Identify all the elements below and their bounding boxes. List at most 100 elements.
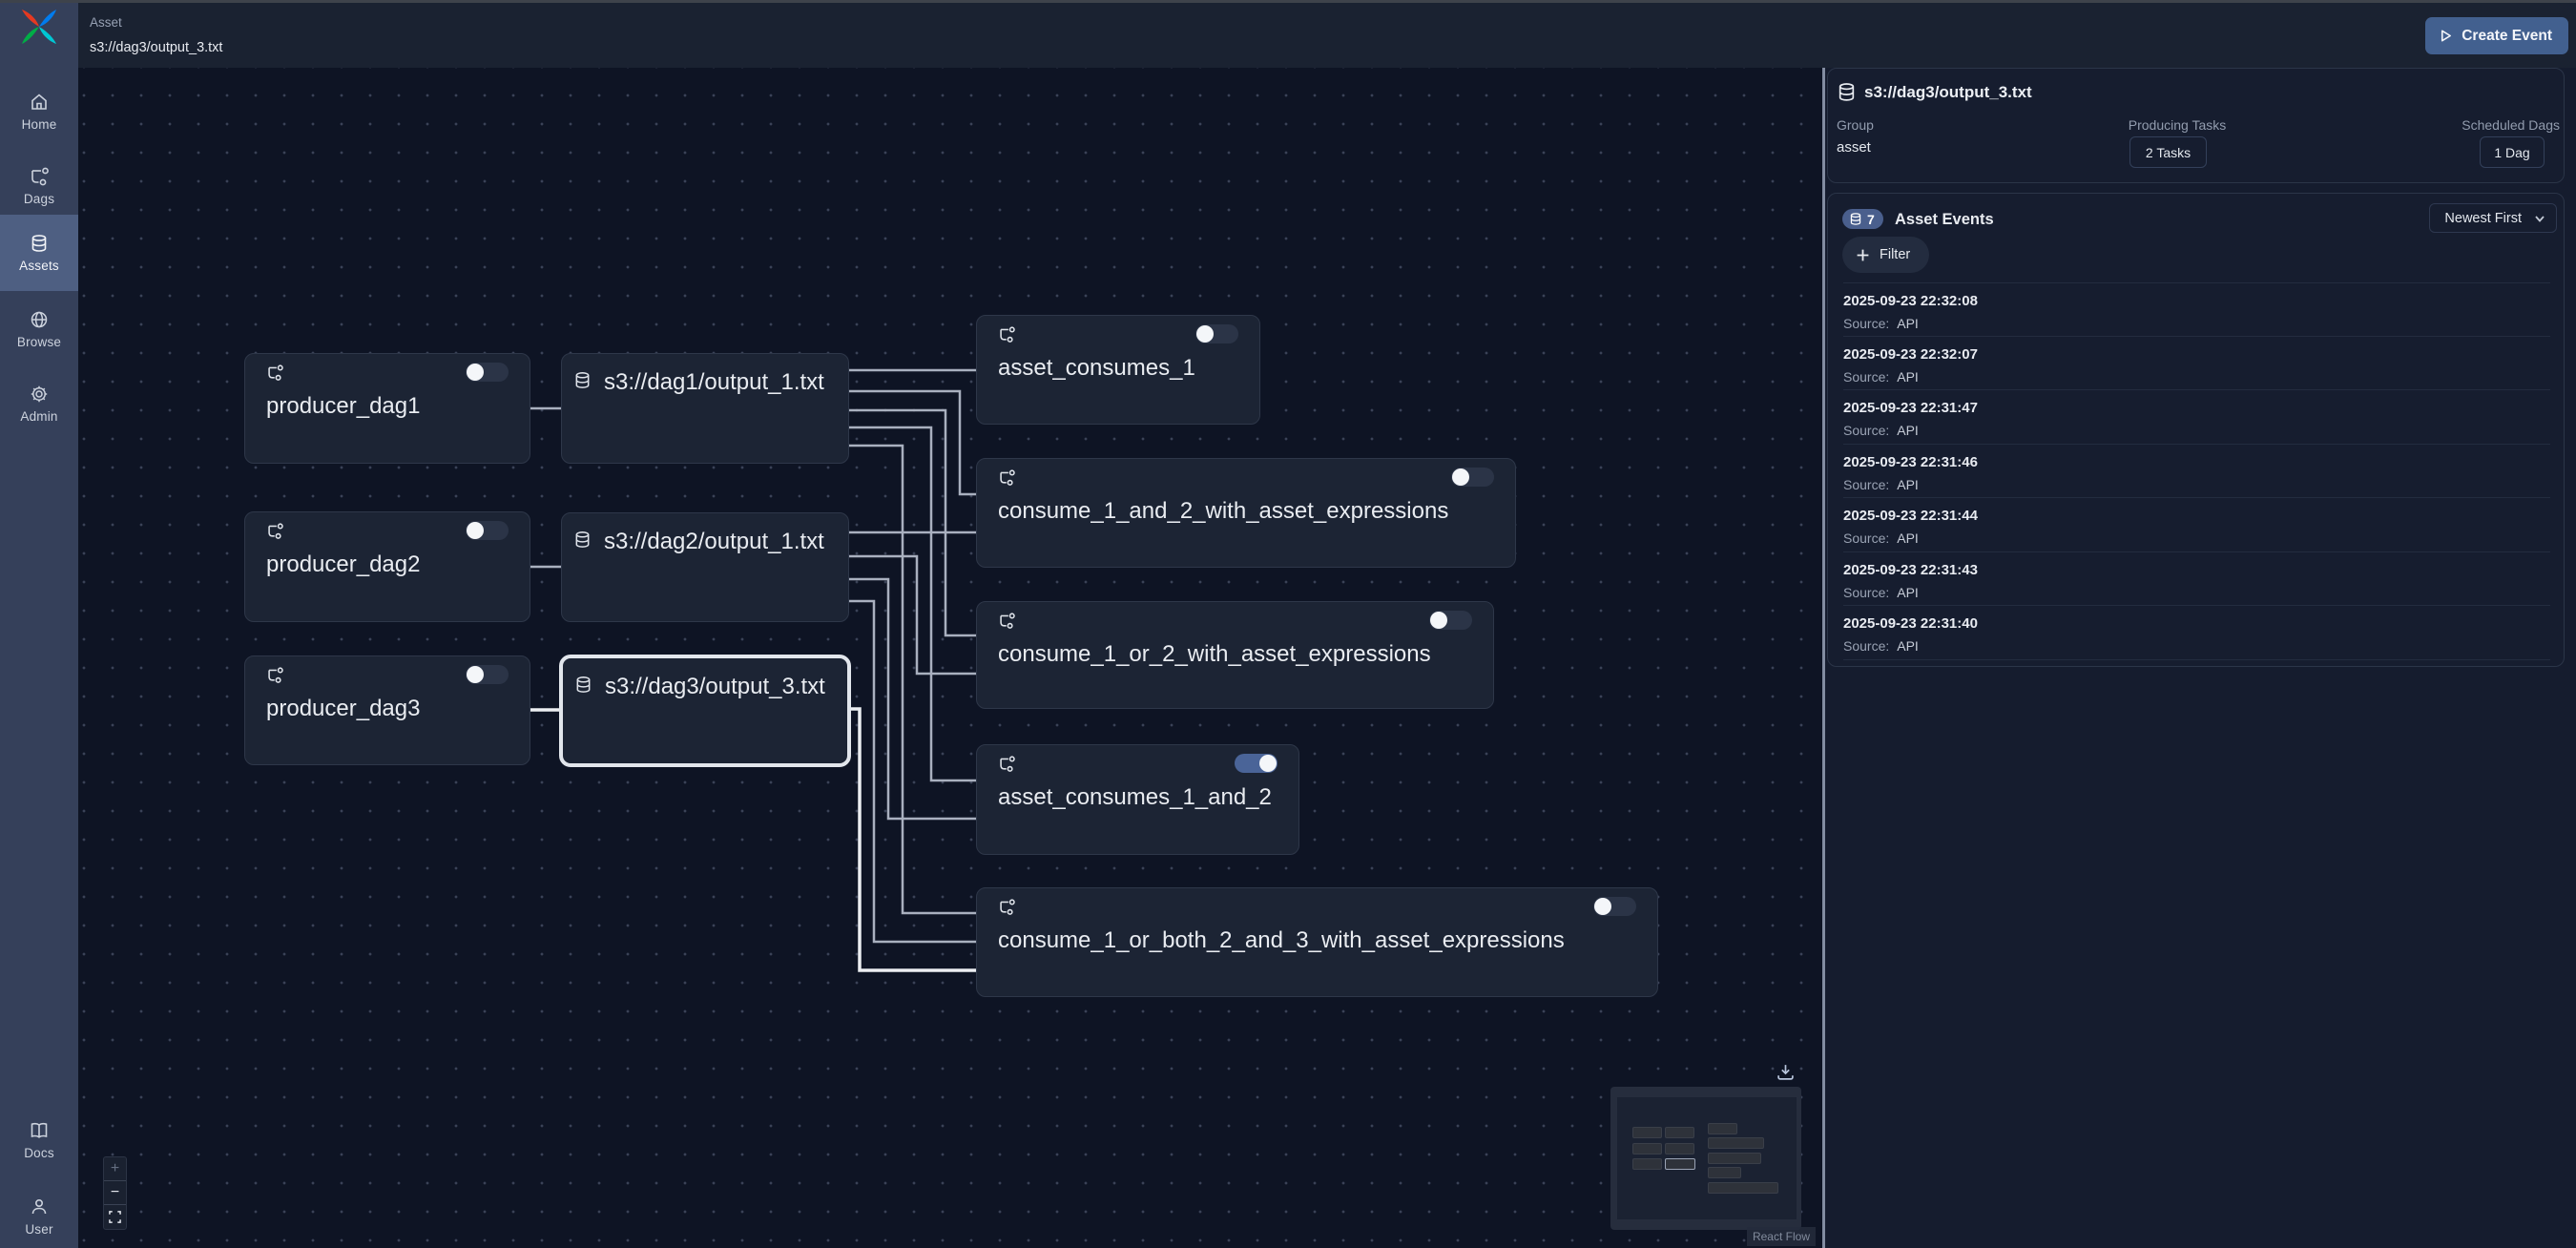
- node-consume-1-or-2[interactable]: consume_1_or_2_with_asset_expressions: [976, 601, 1494, 709]
- fit-view-button[interactable]: [104, 1205, 126, 1229]
- fit-view-icon: [109, 1211, 121, 1223]
- node-title: producer_dag3: [266, 696, 421, 721]
- minimap-node: [1665, 1143, 1694, 1154]
- panel-resize-handle[interactable]: [1822, 68, 1825, 1248]
- node-title: consume_1_and_2_with_asset_expressions: [998, 498, 1449, 524]
- window-top-strip: [0, 0, 2576, 3]
- producing-tasks-label: Producing Tasks: [2128, 117, 2227, 133]
- dag-pause-toggle[interactable]: [466, 521, 509, 540]
- asset-event-row: 2025-09-23 22:32:08 Source:API: [1843, 282, 2550, 337]
- node-producer-dag3[interactable]: producer_dag3: [244, 655, 530, 765]
- database-icon: [575, 531, 590, 548]
- dag-pause-toggle[interactable]: [466, 363, 509, 382]
- node-asset-dag3-output[interactable]: s3://dag3/output_3.txt: [559, 655, 851, 767]
- node-asset-dag2-output[interactable]: s3://dag2/output_1.txt: [561, 512, 849, 622]
- minimap-node: [1708, 1182, 1778, 1194]
- node-asset-dag1-output[interactable]: s3://dag1/output_1.txt: [561, 353, 849, 464]
- asset-events-title: Asset Events: [1895, 211, 1994, 228]
- graph-canvas[interactable]: producer_dag1 producer_dag2 producer_dag…: [78, 68, 1822, 1248]
- node-producer-dag2[interactable]: producer_dag2: [244, 511, 530, 622]
- minimap-node: [1708, 1137, 1764, 1149]
- sidebar-item-label: Assets: [19, 259, 59, 273]
- toggle-knob: [1259, 755, 1277, 772]
- breadcrumb[interactable]: Asset: [90, 15, 122, 30]
- node-asset-consumes-1[interactable]: asset_consumes_1: [976, 315, 1260, 425]
- node-title: asset_consumes_1_and_2: [998, 784, 1272, 810]
- minimap-node: [1708, 1153, 1761, 1164]
- create-event-button[interactable]: Create Event: [2425, 17, 2568, 54]
- sidebar-item-docs[interactable]: Docs: [0, 1102, 78, 1178]
- asset-event-row: 2025-09-23 22:31:40 Source:API: [1843, 606, 2550, 660]
- dag-icon: [268, 523, 283, 539]
- group-value: asset: [1837, 139, 1871, 156]
- event-timestamp: 2025-09-23 22:32:07: [1843, 345, 1978, 363]
- play-icon: [2441, 30, 2452, 42]
- event-timestamp: 2025-09-23 22:31:46: [1843, 453, 1978, 470]
- dag-pause-toggle[interactable]: [466, 665, 509, 684]
- dag-icon: [1000, 613, 1015, 629]
- minimap-node: [1632, 1143, 1662, 1154]
- sidebar: Home Dags Assets Browse Admin Docs User: [0, 3, 78, 1248]
- event-source: Source:API: [1843, 530, 1919, 546]
- sidebar-item-dags[interactable]: Dags: [0, 148, 78, 224]
- toggle-knob: [467, 522, 484, 539]
- zoom-out-button[interactable]: −: [104, 1181, 126, 1205]
- toggle-knob: [1594, 898, 1611, 915]
- database-icon: [31, 235, 47, 252]
- node-title: asset_consumes_1: [998, 355, 1195, 381]
- node-asset-consumes-1-and-2[interactable]: asset_consumes_1_and_2: [976, 744, 1299, 855]
- node-producer-dag1[interactable]: producer_dag1: [244, 353, 530, 464]
- dag-pause-toggle[interactable]: [1429, 611, 1472, 630]
- asset-events-card: 7 Asset Events Newest First Filter 2025-…: [1827, 193, 2565, 667]
- asset-event-row: 2025-09-23 22:31:47 Source:API: [1843, 390, 2550, 445]
- minimap-node: [1708, 1167, 1741, 1178]
- asset-event-row: 2025-09-23 22:31:44 Source:API: [1843, 498, 2550, 552]
- reactflow-attribution[interactable]: React Flow: [1746, 1227, 1816, 1246]
- toggle-knob: [1430, 612, 1447, 629]
- page-header: Asset s3://dag3/output_3.txt Create Even…: [78, 3, 2576, 68]
- dag-icon: [1000, 469, 1015, 486]
- asset-event-row: 2025-09-23 22:31:43 Source:API: [1843, 552, 2550, 606]
- node-consume-1-and-2[interactable]: consume_1_and_2_with_asset_expressions: [976, 458, 1516, 568]
- scheduled-dags-button[interactable]: 1 Dag: [2480, 136, 2545, 168]
- minimap-node: [1708, 1123, 1737, 1134]
- event-source: Source:API: [1843, 476, 1919, 492]
- sidebar-item-admin[interactable]: Admin: [0, 365, 78, 442]
- node-title: consume_1_or_2_with_asset_expressions: [998, 641, 1431, 667]
- sidebar-item-user[interactable]: User: [0, 1178, 78, 1248]
- airflow-logo[interactable]: [21, 9, 57, 45]
- dag-icon: [268, 364, 283, 381]
- dag-pause-toggle[interactable]: [1235, 754, 1278, 773]
- node-consume-1-or-both-2-and-3[interactable]: consume_1_or_both_2_and_3_with_asset_exp…: [976, 887, 1658, 997]
- minimap-node: [1632, 1127, 1662, 1138]
- asset-events-list: 2025-09-23 22:32:08 Source:API 2025-09-2…: [1843, 282, 2550, 660]
- producing-tasks-button[interactable]: 2 Tasks: [2129, 136, 2207, 168]
- sidebar-item-label: Home: [21, 117, 57, 132]
- event-timestamp: 2025-09-23 22:31:44: [1843, 508, 1978, 524]
- dag-pause-toggle[interactable]: [1195, 324, 1238, 343]
- sort-select[interactable]: Newest First: [2429, 203, 2557, 233]
- sidebar-item-label: Browse: [16, 335, 62, 349]
- database-icon: [1839, 83, 1855, 101]
- minimap[interactable]: [1610, 1087, 1801, 1230]
- filter-button[interactable]: Filter: [1842, 237, 1930, 273]
- dag-pause-toggle[interactable]: [1593, 897, 1636, 916]
- download-icon[interactable]: [1776, 1063, 1795, 1081]
- toggle-knob: [467, 364, 484, 381]
- dag-icon: [31, 167, 49, 186]
- database-icon: [1850, 213, 1861, 225]
- zoom-controls: + −: [103, 1156, 127, 1230]
- event-source: Source:API: [1843, 368, 1919, 385]
- sidebar-item-assets[interactable]: Assets: [0, 215, 78, 291]
- book-icon: [31, 1122, 48, 1138]
- sidebar-item-browse[interactable]: Browse: [0, 291, 78, 367]
- zoom-in-button[interactable]: +: [104, 1157, 126, 1181]
- dag-icon: [1000, 756, 1015, 772]
- dag-pause-toggle[interactable]: [1451, 468, 1494, 487]
- sidebar-item-label: Dags: [23, 192, 55, 206]
- scheduled-dags-label: Scheduled Dags: [2462, 117, 2560, 133]
- event-timestamp: 2025-09-23 22:31:40: [1843, 615, 1978, 632]
- asset-title: s3://dag3/output_3.txt: [1864, 83, 2032, 101]
- graph-edges: [530, 368, 976, 972]
- sidebar-item-home[interactable]: Home: [0, 73, 78, 150]
